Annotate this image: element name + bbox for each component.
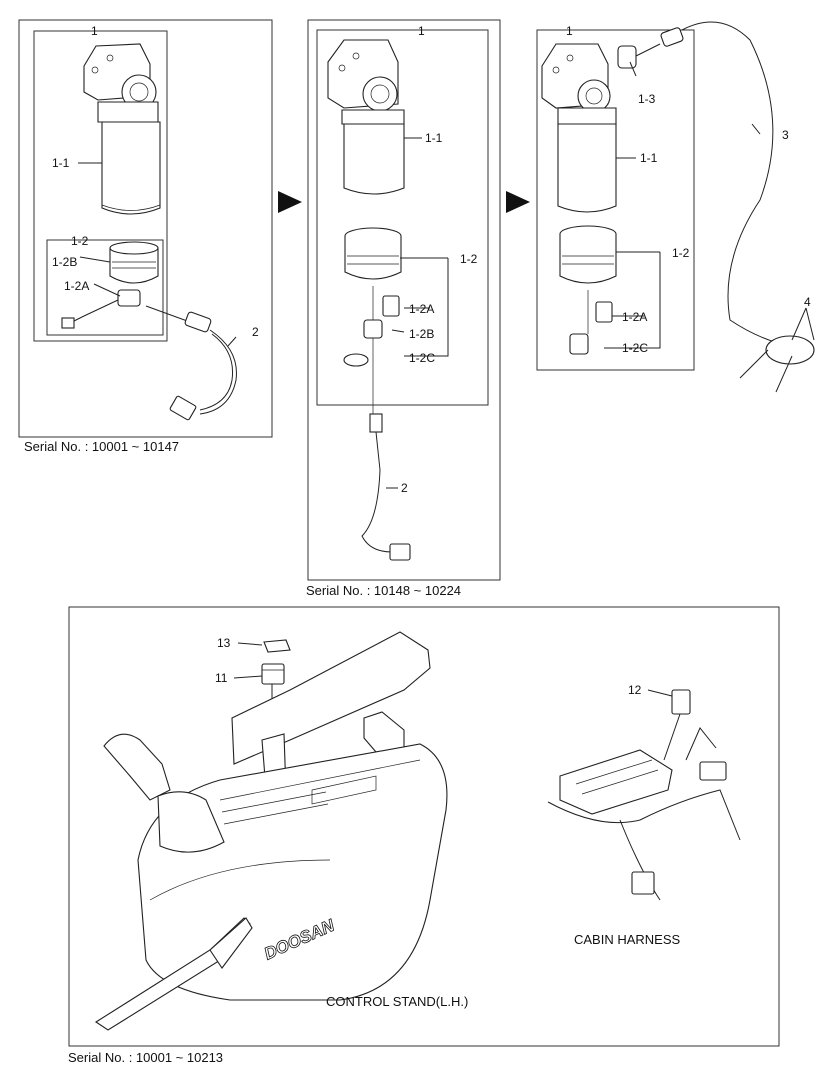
panel-3-label-1-3: 1-3	[638, 92, 656, 106]
panel-2-frame	[307, 19, 501, 581]
panel-1-frame	[18, 19, 273, 438]
subassembly-1-2-frame	[46, 239, 164, 336]
panel-1-label-1-1: 1-1	[52, 156, 70, 170]
connector-12	[663, 689, 691, 761]
filter-head-2	[327, 39, 405, 125]
cable-tie-4	[739, 335, 815, 393]
panel-4-label-13: 13	[217, 636, 231, 650]
panel-2-label-1-2B: 1-2B	[409, 327, 434, 341]
panel-3-label-3: 3	[782, 128, 789, 142]
assembly-1-frame	[33, 30, 168, 342]
panel-3-label-1-1: 1-1	[640, 151, 658, 165]
panel-2-label-1: 1	[418, 24, 425, 38]
filter-element-2	[343, 123, 405, 195]
panel-3-label-1-2A: 1-2A	[622, 310, 647, 324]
panel-3-leaders	[604, 61, 815, 349]
panel-2-label-2: 2	[401, 481, 408, 495]
panel-1-label-1-2: 1-2	[71, 234, 89, 248]
caption-cabin-harness: CABIN HARNESS	[574, 932, 681, 947]
assembly-1-frame-2	[316, 29, 489, 406]
panel-2-label-1-2C: 1-2C	[409, 351, 435, 365]
panel-2-label-1-2: 1-2	[460, 252, 478, 266]
panel-2-serial: Serial No. : 10148 ~ 10224	[306, 583, 461, 598]
panel-3-label-1-2C: 1-2C	[622, 341, 648, 355]
panel-4: DOOSAN 13 11 12 CONTROL STAND(L.H.) CABI…	[68, 606, 780, 1065]
sensor-parts-2	[343, 286, 400, 420]
control-stand	[94, 631, 448, 1031]
harness-2b	[361, 413, 411, 561]
panel-4-frame	[68, 606, 780, 1047]
panel-2-label-1-2A: 1-2A	[409, 302, 434, 316]
panel-3-label-4: 4	[804, 295, 811, 309]
sensor-parts-3	[569, 290, 613, 355]
panel-1-label-1: 1	[91, 24, 98, 38]
panel-4-serial: Serial No. : 10001 ~ 10213	[68, 1050, 223, 1065]
panel-2-label-1-1: 1-1	[425, 131, 443, 145]
filter-head-3	[541, 43, 617, 125]
harness-3	[660, 21, 791, 347]
heater-1-3	[617, 43, 661, 69]
panel-1-leaders	[78, 162, 237, 347]
panel-1: 1 1-1 1-2 1-2B 1-2A 2 Serial No. : 10001…	[18, 19, 273, 454]
flow-arrow-1	[278, 191, 302, 213]
filter-element	[101, 121, 161, 215]
panel-4-leaders	[233, 642, 673, 697]
panel-3: 1 1-3 1-1 3 1-2 1-2A 1-2C 4	[536, 21, 815, 393]
harness-2	[145, 305, 237, 421]
switch-cover-13	[263, 639, 291, 653]
panel-4-label-11: 11	[215, 671, 228, 685]
water-sensor	[61, 289, 141, 329]
panel-2: 1 1-1 1-2 1-2A 1-2B 1-2C 2 Serial No. : …	[306, 19, 501, 598]
panel-4-label-12: 12	[628, 683, 642, 697]
filter-element-3	[557, 123, 617, 213]
water-bowl	[109, 241, 159, 284]
water-bowl-3	[559, 225, 617, 284]
caption-control-stand: CONTROL STAND(L.H.)	[326, 994, 468, 1009]
flow-arrow-2	[506, 191, 530, 213]
panel-3-label-1-2: 1-2	[672, 246, 690, 260]
panel-1-label-1-2A: 1-2A	[64, 279, 89, 293]
panel-1-serial: Serial No. : 10001 ~ 10147	[24, 439, 179, 454]
assembly-1-frame-3	[536, 29, 695, 371]
panel-1-label-2: 2	[252, 325, 259, 339]
panel-2-leaders	[386, 137, 449, 489]
cabin-harness	[547, 727, 741, 901]
panel-1-label-1-2B: 1-2B	[52, 255, 77, 269]
water-bowl-2	[344, 227, 402, 280]
panel-3-label-1: 1	[566, 24, 573, 38]
filter-head	[83, 43, 159, 123]
